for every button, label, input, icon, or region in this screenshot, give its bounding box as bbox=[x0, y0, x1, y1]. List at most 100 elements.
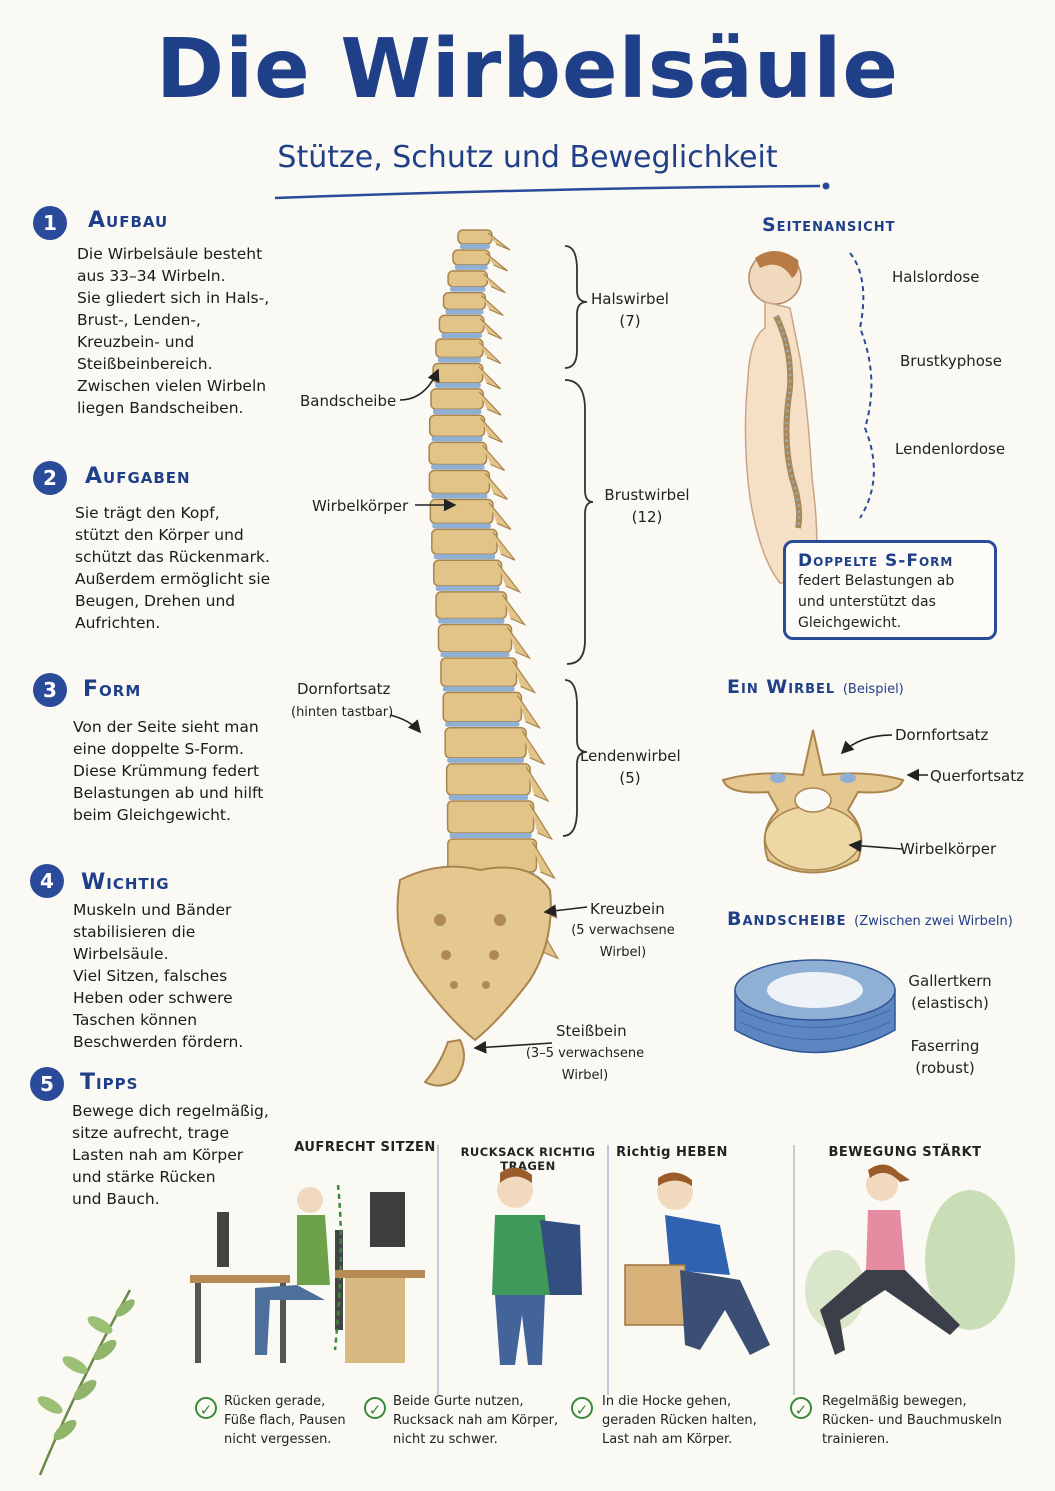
label-gallertkern: Gallertkern (elastisch) bbox=[908, 972, 992, 1012]
check-circle-icon: ✓ bbox=[571, 1397, 593, 1419]
label-dornfortsatz-note: (hinten tastbar) bbox=[291, 705, 394, 720]
tip-text-sitzen: Rücken gerade, Füße flach, Pausen nicht … bbox=[224, 1394, 346, 1447]
label-brustwirbel: Brustwirbel (12) bbox=[604, 486, 690, 526]
check-circle-icon: ✓ bbox=[790, 1397, 812, 1419]
spinous-process bbox=[492, 532, 516, 561]
intervertebral-disc bbox=[435, 585, 500, 591]
spinous-process bbox=[480, 295, 504, 316]
section-heading: Wichtig bbox=[81, 870, 170, 895]
vertebra-body bbox=[452, 249, 491, 266]
intervertebral-disc bbox=[460, 244, 490, 249]
leaf-branch-icon bbox=[37, 1289, 135, 1476]
intervertebral-disc bbox=[448, 795, 529, 800]
section-number: 3 bbox=[33, 673, 67, 707]
intervertebral-disc bbox=[442, 686, 515, 692]
label-halswirbel: Halswirbel (7) bbox=[591, 290, 669, 330]
vertebra-illustration bbox=[721, 729, 905, 874]
intervertebral-disc bbox=[431, 493, 488, 499]
intervertebral-disc bbox=[454, 264, 488, 270]
spinous-process bbox=[521, 730, 546, 766]
intervertebral-disc bbox=[435, 382, 481, 388]
spinous-process bbox=[529, 803, 554, 841]
spinous-process bbox=[487, 232, 511, 251]
label-lendenlordose: Lendenlordose bbox=[895, 440, 1006, 458]
section-number: 1 bbox=[33, 206, 67, 240]
intervertebral-disc bbox=[431, 436, 483, 442]
spine-pointer-arrows bbox=[389, 368, 588, 1054]
label-faserring: Faserring (robust) bbox=[910, 1037, 980, 1077]
intervertebral-disc bbox=[445, 309, 484, 315]
intervertebral-disc bbox=[449, 833, 532, 838]
spinous-process bbox=[480, 417, 503, 443]
intervertebral-disc bbox=[438, 618, 505, 624]
section-text: Muskeln und Bänder stabilisieren die Wir… bbox=[73, 901, 244, 1051]
spinous-process bbox=[484, 473, 508, 501]
tip-divider bbox=[607, 1145, 609, 1395]
label-vertebra-dornfortsatz: Dornfortsatz bbox=[895, 726, 989, 744]
disc-illustration bbox=[734, 959, 896, 1054]
label-kreuzbein: Kreuzbein bbox=[590, 900, 665, 918]
disc-heading-text: Bandscheibe bbox=[727, 908, 847, 930]
vertebra-body bbox=[435, 338, 484, 359]
spinous-process bbox=[512, 660, 537, 694]
tip-divider bbox=[793, 1145, 795, 1395]
section-heading: Tipps bbox=[80, 1070, 139, 1095]
illustration-sitzen bbox=[190, 1184, 425, 1363]
intervertebral-disc bbox=[450, 286, 486, 292]
spinous-process bbox=[488, 502, 512, 530]
vertebra-body bbox=[442, 291, 487, 311]
label-wirbelkoerper: Wirbelkörper bbox=[312, 497, 409, 515]
section-number: 5 bbox=[30, 1067, 64, 1101]
intervertebral-disc bbox=[431, 464, 485, 470]
spinous-process bbox=[482, 445, 506, 472]
check-circle-icon: ✓ bbox=[195, 1397, 217, 1419]
intervertebral-disc bbox=[441, 333, 482, 338]
spinous-process bbox=[501, 594, 527, 626]
label-steissbein-note: (3–5 verwachsene Wirbel) bbox=[525, 1046, 645, 1083]
coccyx-shape bbox=[423, 1038, 465, 1087]
illustration-heben bbox=[624, 1172, 770, 1355]
spinous-process bbox=[482, 273, 506, 294]
section-text: Die Wirbelsäule besteht aus 33–34 Wirbel… bbox=[77, 245, 270, 417]
vertebra-body bbox=[457, 229, 493, 245]
spinous-process bbox=[478, 391, 502, 416]
tip-text-bewegung: Regelmäßig bewegen, Rücken- und Bauchmus… bbox=[822, 1394, 1002, 1447]
section-number: 2 bbox=[33, 461, 67, 495]
page-subtitle: Stütze, Schutz und Beweglichkeit bbox=[277, 140, 778, 175]
section-text: Bewege dich regelmäßig, sitze aufrecht, … bbox=[72, 1102, 269, 1208]
spinous-process bbox=[525, 766, 550, 803]
spinous-process bbox=[478, 341, 502, 365]
label-halslordose: Halslordose bbox=[892, 268, 980, 286]
label-lendenwirbel: Lendenwirbel (5) bbox=[580, 747, 681, 787]
label-bandscheibe: Bandscheibe bbox=[300, 392, 397, 410]
intervertebral-disc bbox=[437, 357, 481, 363]
disc-note: (Zwischen zwei Wirbeln) bbox=[854, 914, 1013, 929]
intervertebral-disc bbox=[447, 757, 524, 763]
vertebra-note: (Beispiel) bbox=[842, 682, 904, 697]
label-dornfortsatz: Dornfortsatz bbox=[297, 680, 391, 698]
intervertebral-disc bbox=[432, 523, 491, 529]
box-heading: Doppelte S-Form bbox=[798, 551, 954, 571]
spinous-process bbox=[531, 841, 556, 880]
box-text: federt Belastungen ab und unterstützt da… bbox=[798, 573, 955, 631]
intervertebral-disc bbox=[440, 652, 510, 657]
spinous-process bbox=[478, 366, 502, 390]
subtitle-underline bbox=[274, 182, 830, 200]
section-heading: Aufgaben bbox=[85, 464, 191, 489]
tip-title-bewegung: BEWEGUNG STÄRKT bbox=[828, 1145, 982, 1160]
tip-title-sitzen: AUFRECHT SITZEN bbox=[294, 1140, 436, 1155]
spinous-process bbox=[516, 695, 542, 730]
intervertebral-disc bbox=[445, 721, 520, 727]
spinous-process bbox=[479, 317, 503, 340]
side-view-heading: Seitenansicht bbox=[762, 214, 896, 236]
spinous-process bbox=[507, 627, 532, 660]
vertebra-body bbox=[447, 270, 489, 288]
section-heading: Form bbox=[83, 677, 142, 702]
label-vertebra-wirbelkoerper: Wirbelkörper bbox=[900, 840, 997, 858]
tip-text-heben: In die Hocke gehen, geraden Rücken halte… bbox=[602, 1394, 757, 1447]
section-text: Von der Seite sieht man eine doppelte S-… bbox=[73, 718, 264, 824]
page-title: Die Wirbelsäule bbox=[156, 22, 899, 117]
vertebra-arrows bbox=[840, 734, 928, 853]
section-heading: Aufbau bbox=[88, 208, 169, 233]
tip-text-rucksack: Beide Gurte nutzen, Rucksack nah am Körp… bbox=[393, 1394, 559, 1447]
